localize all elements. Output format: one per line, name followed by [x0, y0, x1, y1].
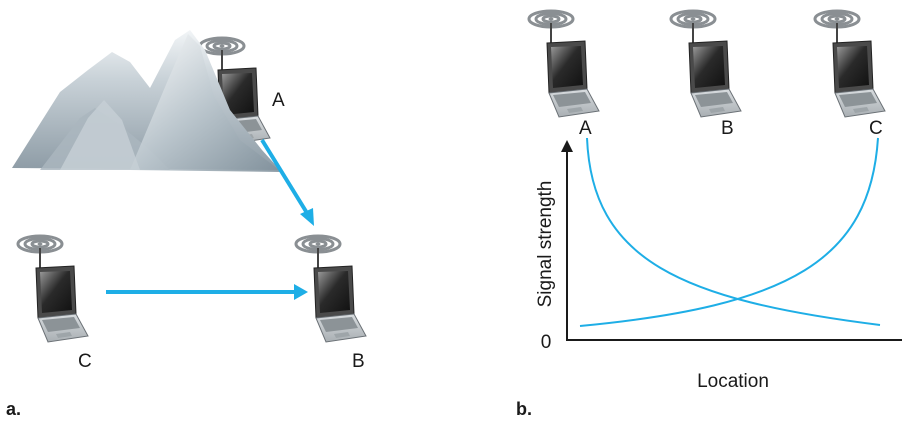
station-a-label: A: [579, 118, 592, 139]
laptop-a-icon: [529, 11, 599, 117]
panel-b: A B C 0 Location Signal strength b.: [516, 11, 902, 419]
panel-b-caption: b.: [516, 399, 532, 419]
laptop-c-icon: [18, 236, 88, 342]
chart-axes: [561, 140, 902, 341]
signal-curve-c: [579, 137, 879, 327]
laptop-c-icon: [815, 11, 885, 117]
arrow-a-to-b: [260, 138, 314, 226]
x-axis-label: Location: [697, 371, 769, 392]
station-b-label: B: [352, 351, 365, 372]
station-a-label: A: [272, 90, 285, 111]
origin-label: 0: [541, 332, 552, 353]
station-c-label: C: [869, 118, 883, 139]
y-axis-label: Signal strength: [535, 181, 556, 308]
signal-curve-a: [586, 137, 881, 326]
station-b-label: B: [721, 118, 734, 139]
laptop-b-icon: [671, 11, 741, 117]
panel-a: A C B a.: [6, 30, 366, 419]
mountain-icon: [12, 30, 282, 172]
panel-a-caption: a.: [6, 399, 21, 419]
laptop-b-icon: [296, 236, 366, 342]
station-c-label: C: [78, 351, 92, 372]
arrow-c-to-b: [106, 284, 308, 300]
